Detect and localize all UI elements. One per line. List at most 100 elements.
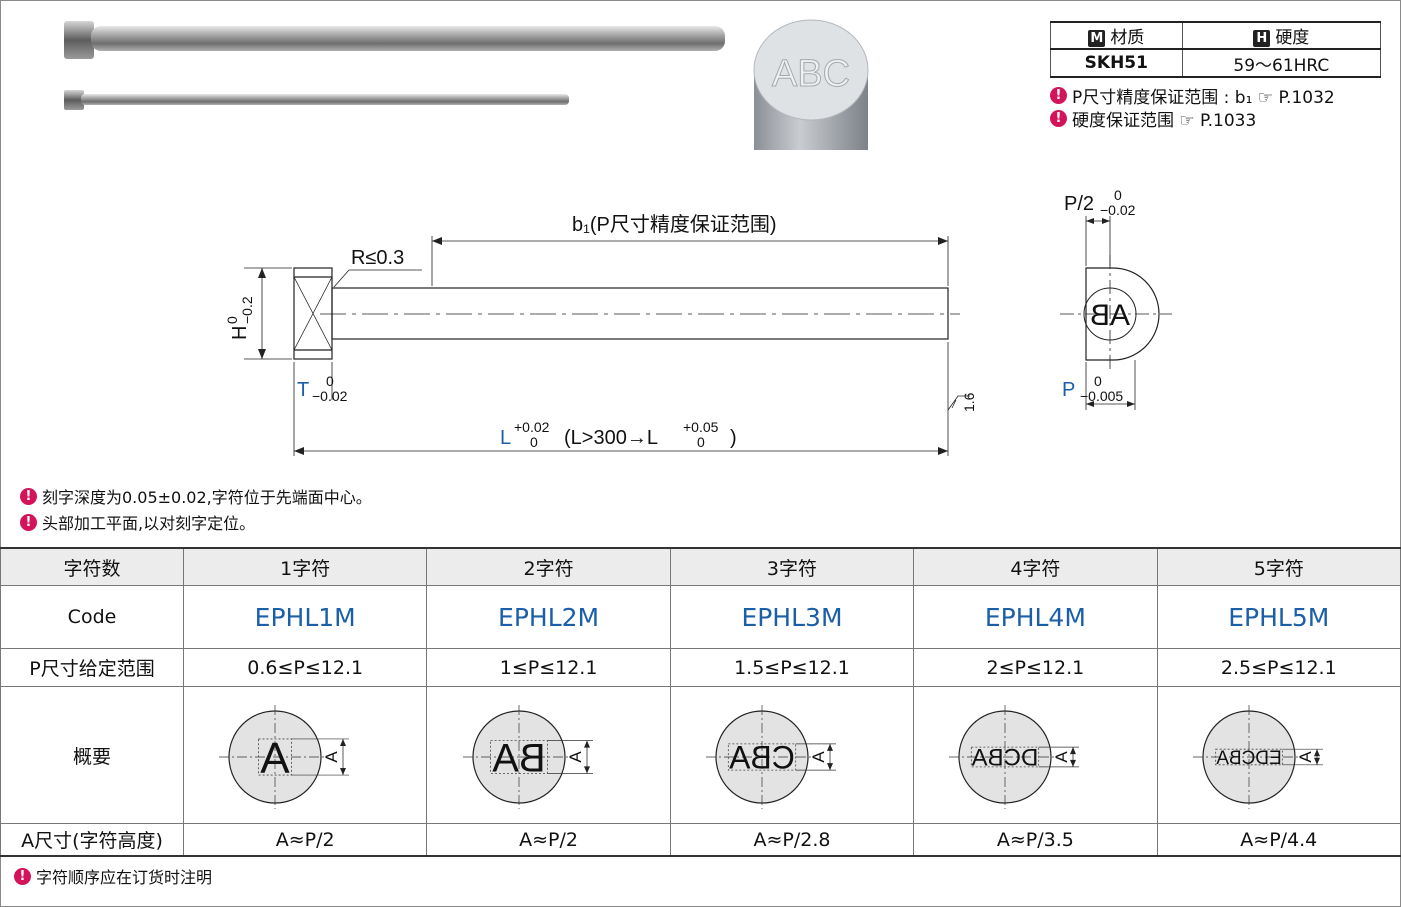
sketch-letters: CBA xyxy=(728,740,794,776)
hardness-icon: H xyxy=(1253,30,1271,47)
roughness-value: 1.6 xyxy=(961,392,977,412)
code-link-2[interactable]: EPHL2M xyxy=(426,585,671,649)
t-tol-upper: 0 xyxy=(326,373,334,389)
col-chars-3: 3字符 xyxy=(669,547,915,586)
row-label-chars: 字符数 xyxy=(0,547,184,586)
b1-label: b₁(P尺寸精度保证范围) xyxy=(572,213,777,236)
l-tol2-lower: 0 xyxy=(697,434,705,450)
sketch-dim-letter: A xyxy=(1052,751,1071,763)
sketch-dim-letter: A xyxy=(809,751,828,763)
material-value: SKH51 xyxy=(1050,48,1183,78)
sketch-arrow xyxy=(1070,759,1077,767)
ref-note: ! P尺寸精度保证范围 : b₁ ☞ P.1032 xyxy=(1050,83,1335,108)
footer-note: ! 字符顺序应在订货时注明 xyxy=(14,864,212,888)
p2-label: P/2 xyxy=(1064,193,1094,215)
drawing-note: ! 头部加工平面,以对刻字定位。 xyxy=(20,510,255,534)
p-range-5: 2.5≤P≤12.1 xyxy=(1156,648,1401,687)
row-label-a-size: A尺寸(字符高度) xyxy=(0,823,184,857)
engraving-sketch: DCBA A xyxy=(949,705,1080,809)
end-view-letters: AB xyxy=(1090,299,1130,332)
engraved-end-photo: ABC xyxy=(753,19,869,150)
ejector-pin-photo xyxy=(64,21,725,110)
radius-label: R≤0.3 xyxy=(351,247,404,269)
warning-icon: ! xyxy=(20,513,37,531)
sketch-letters: DCBA xyxy=(972,745,1039,772)
t-tol-lower: −0.02 xyxy=(312,388,348,404)
p-tol-upper: 0 xyxy=(1094,373,1102,389)
h-label: H xyxy=(229,326,251,340)
warning-icon: ! xyxy=(1050,110,1067,127)
p-range-3: 1.5≤P≤12.1 xyxy=(669,648,915,687)
h-tol-upper: 0 xyxy=(224,316,240,324)
engraving-sketch: CBA A xyxy=(705,705,836,809)
row-label-code: Code xyxy=(0,585,184,649)
sketch-letters: EDCBA xyxy=(1216,748,1282,769)
table-row: P尺寸给定范围 0.6≤P≤12.1 1≤P≤12.1 1.5≤P≤12.1 2… xyxy=(0,648,1401,687)
code-link-5[interactable]: EPHL5M xyxy=(1156,585,1401,649)
l-tol2-upper: +0.05 xyxy=(683,419,719,435)
sketch-char-box xyxy=(1215,748,1283,766)
t-label: T xyxy=(297,379,309,401)
a-size-5: A≈P/4.4 xyxy=(1156,823,1401,857)
sketch-arrow xyxy=(1313,757,1320,765)
p-range-2: 1≤P≤12.1 xyxy=(426,648,671,687)
sketch-dim-letter: A xyxy=(1296,751,1315,763)
sketch-arrow xyxy=(340,768,347,776)
sketch-arrow xyxy=(583,766,590,774)
l-condition: (L>300→L xyxy=(564,427,658,449)
pin-small-shaft xyxy=(81,94,569,105)
warning-icon: ! xyxy=(20,487,37,505)
table-row: A尺寸(字符高度) A≈P/2 A≈P/2 A≈P/2.8 A≈P/3.5 A≈… xyxy=(0,823,1401,857)
col-chars-1: 1字符 xyxy=(182,547,428,586)
drawing-note: ! 刻字深度为0.05±0.02,字符位于先端面中心。 xyxy=(20,484,372,508)
code-link-1[interactable]: EPHL1M xyxy=(182,585,428,649)
l-label: L xyxy=(500,427,511,449)
side-view-drawing: b₁(P尺寸精度保证范围) R≤0.3 H 0 −0.2 T 0 −0.02 L… xyxy=(224,213,977,456)
a-size-2: A≈P/2 xyxy=(426,823,671,857)
row-label-overview: 概要 xyxy=(0,686,184,824)
pin-small-head xyxy=(64,90,84,110)
p-range-1: 0.6≤P≤12.1 xyxy=(182,648,428,687)
sketch-arrow xyxy=(1313,749,1320,757)
pin-large-head xyxy=(64,21,94,59)
row-label-p-range: P尺寸给定范围 xyxy=(0,648,184,687)
code-link-4[interactable]: EPHL4M xyxy=(913,585,1158,649)
p2-tol-lower: −0.02 xyxy=(1100,202,1136,218)
col-chars-4: 4字符 xyxy=(913,547,1158,586)
l-tol-upper: +0.02 xyxy=(514,419,550,435)
sketch-arrow xyxy=(340,738,347,746)
p-label: P xyxy=(1062,379,1075,401)
a-size-3: A≈P/2.8 xyxy=(669,823,915,857)
col-chars-2: 2字符 xyxy=(426,547,671,586)
warning-icon: ! xyxy=(1050,87,1067,104)
h-tol-lower: −0.2 xyxy=(239,296,255,324)
p-tol-lower: −0.005 xyxy=(1080,388,1123,404)
l-tol-lower: 0 xyxy=(530,434,538,450)
ref-note: ! 硬度保证范围 ☞ P.1033 xyxy=(1050,106,1256,131)
table-row: 字符数 1字符 2字符 3字符 4字符 5字符 xyxy=(0,547,1401,586)
code-link-3[interactable]: EPHL3M xyxy=(669,585,915,649)
sketch-letters: BA xyxy=(492,736,546,780)
table-row: Code EPHL1M EPHL2M EPHL3M EPHL4M EPHL5M xyxy=(0,585,1401,649)
end-view-drawing: AB P/2 0 −0.02 P 0 −0.005 xyxy=(1060,187,1172,410)
pin-large-shaft xyxy=(91,26,725,51)
pin-shaft-outline xyxy=(331,287,949,340)
material-icon: M xyxy=(1088,30,1106,47)
sketch-arrow xyxy=(1070,747,1077,755)
hardness-value: 59～61HRC xyxy=(1181,48,1382,78)
end-view-outline xyxy=(1085,267,1160,361)
p2-tol-upper: 0 xyxy=(1114,187,1122,203)
sketch-arrow xyxy=(826,763,833,771)
photo-engraving: ABC xyxy=(772,53,850,95)
sketch-char-box xyxy=(971,746,1040,768)
sketch-cell: CBA A xyxy=(669,686,915,824)
sketch-char-box xyxy=(727,743,797,771)
